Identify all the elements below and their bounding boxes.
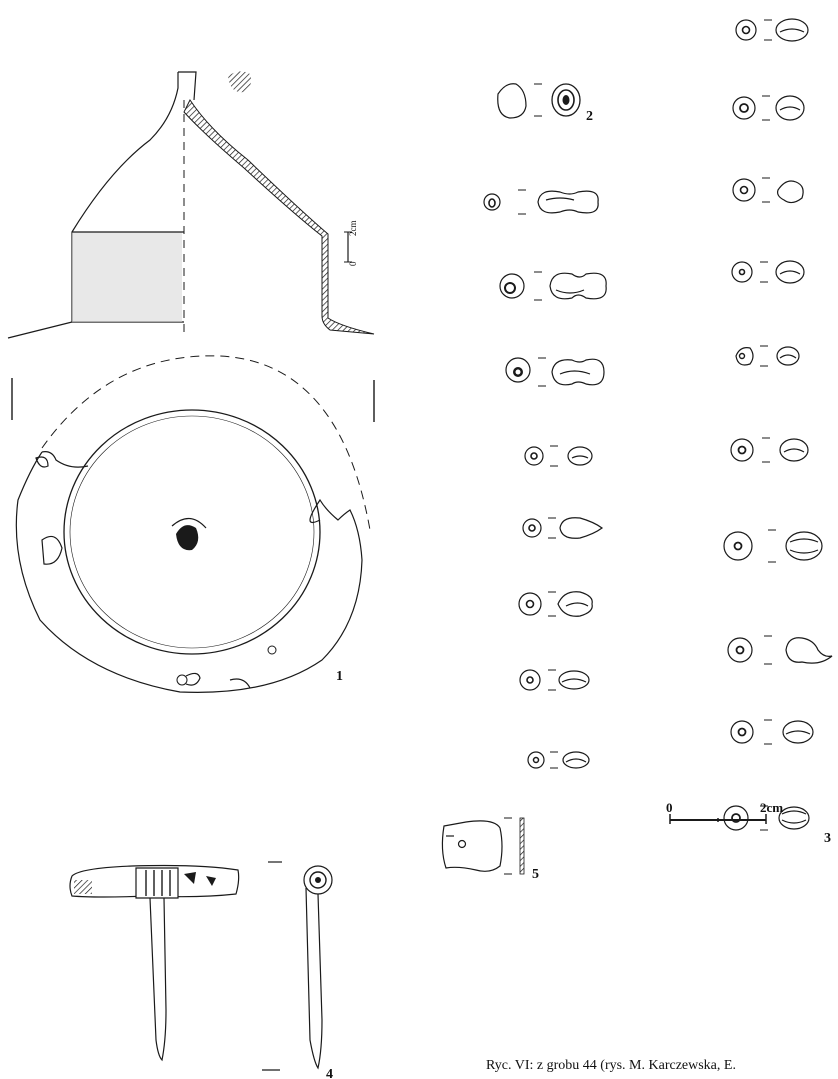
bead-left-4 <box>524 445 593 467</box>
bead-column-left <box>483 189 607 769</box>
scale-bar-end-label: 2cm <box>760 800 783 815</box>
profile-scale-end: 2cm <box>348 221 358 237</box>
bead-left-5 <box>522 517 604 539</box>
bead-left-6 <box>518 591 593 617</box>
bead-right-10 <box>723 805 810 831</box>
scale-bar-start-label: 0 <box>666 800 673 815</box>
pin-item-4-drawing <box>69 861 333 1071</box>
bead-right-9 <box>730 719 814 745</box>
umbo-profile-drawing <box>7 71 375 339</box>
bead-right-8 <box>727 635 833 665</box>
bead-right-6 <box>730 437 809 463</box>
profile-scale-start: 0 <box>348 261 358 266</box>
bead-left-8 <box>527 751 590 769</box>
umbo-plan-drawing <box>11 355 375 693</box>
label-item-1: 1 <box>336 669 343 684</box>
bead-right-1 <box>735 18 809 42</box>
bead-left-3 <box>505 357 605 387</box>
bead-left-1 <box>483 189 599 215</box>
bead-right-5 <box>735 345 800 367</box>
bead-right-4 <box>731 260 805 284</box>
label-item-2: 2 <box>586 109 593 124</box>
bead-right-2 <box>732 95 805 121</box>
bead-right-3 <box>732 177 804 204</box>
label-item-5: 5 <box>532 867 539 882</box>
scale-bar <box>669 814 767 824</box>
bead-right-7 <box>723 529 823 563</box>
bead-column-right <box>723 18 833 831</box>
fragment-item-5-drawing <box>441 817 525 875</box>
label-item-3: 3 <box>824 831 831 846</box>
bead-item-2-drawing <box>497 83 581 119</box>
figure-caption: Ryc. VI: z grobu 44 (rys. M. Karczewska,… <box>486 1058 736 1073</box>
bead-left-2 <box>499 271 607 301</box>
bead-left-7 <box>519 669 590 691</box>
label-item-4: 4 <box>326 1067 333 1079</box>
